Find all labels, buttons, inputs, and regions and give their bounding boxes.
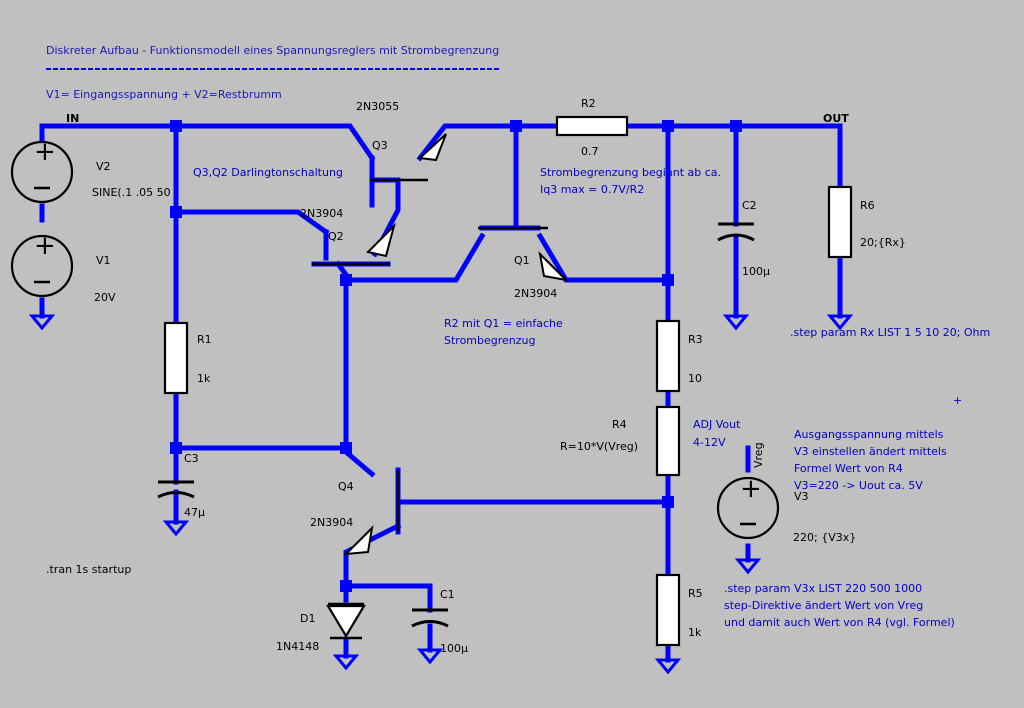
net-label-vreg: Vreg <box>752 442 765 468</box>
c2-value: 100µ <box>742 265 770 278</box>
note-adj-2: 4-12V <box>693 436 726 449</box>
v2-name: V2 <box>96 160 111 173</box>
note-ausgang-2: V3 einstellen ändert mittels <box>794 445 947 458</box>
c1-name: C1 <box>440 588 455 601</box>
note-step-2: und damit auch Wert von R4 (vgl. Formel) <box>724 616 955 629</box>
directive-step-v3x[interactable]: .step param V3x LIST 220 500 1000 <box>724 582 922 595</box>
q1-transistor[interactable] <box>478 226 569 282</box>
directive-step-rx[interactable]: .step param Rx LIST 1 5 10 20; Ohm <box>790 326 990 339</box>
note-ausgang-3: Formel Wert von R4 <box>794 462 903 475</box>
svg-text:+: + <box>34 231 56 261</box>
r5-resistor[interactable] <box>655 573 681 647</box>
q1-model: 2N3904 <box>514 287 557 300</box>
note-darlington: Q3,Q2 Darlingtonschaltung <box>193 166 343 179</box>
c1-capacitor[interactable] <box>411 608 449 628</box>
directive-tran[interactable]: .tran 1s startup <box>46 563 131 576</box>
wires <box>39 123 843 663</box>
q3-transistor[interactable] <box>370 133 447 182</box>
ground-icon <box>332 654 360 671</box>
c3-name: C3 <box>184 452 199 465</box>
q4-name: Q4 <box>338 480 354 493</box>
r6-resistor[interactable] <box>827 185 853 259</box>
v1-value: 20V <box>94 291 116 304</box>
r4-name: R4 <box>612 418 627 431</box>
junctions <box>170 120 742 592</box>
svg-text:+: + <box>740 474 762 504</box>
note-step-1: step-Direktive ändert Wert von Vreg <box>724 599 923 612</box>
net-label-in: IN <box>66 112 79 125</box>
v1-name: V1 <box>96 254 111 267</box>
schematic-subtitle: V1= Eingangsspannung + V2=Restbrumm <box>46 88 282 101</box>
note-ausgang-1: Ausgangsspannung mittels <box>794 428 944 441</box>
q3-name: Q3 <box>372 139 388 152</box>
r2-value: 0.7 <box>581 145 599 158</box>
q2-model: 2N3904 <box>300 207 343 220</box>
schematic-title: Diskreter Aufbau - Funktionsmodell eines… <box>46 44 499 57</box>
ground-icon <box>654 658 682 675</box>
ground-icon <box>28 314 56 331</box>
r4-resistor[interactable] <box>655 405 681 477</box>
c2-name: C2 <box>742 199 757 212</box>
r5-name: R5 <box>688 587 703 600</box>
r3-name: R3 <box>688 333 703 346</box>
svg-text:+: + <box>34 137 56 167</box>
ground-icon <box>722 314 750 331</box>
note-ausgang-4: V3=220 -> Uout ca. 5V <box>794 479 923 492</box>
r6-name: R6 <box>860 199 875 212</box>
r2-name: R2 <box>581 97 596 110</box>
c3-value: 47µ <box>184 506 205 519</box>
note-adj-1: ADJ Vout <box>693 418 741 431</box>
r1-name: R1 <box>197 333 212 346</box>
q2-name: Q2 <box>328 230 344 243</box>
r4-value: R=10*V(Vreg) <box>560 440 638 453</box>
ground-icon <box>826 314 854 331</box>
cursor-marker: + <box>953 394 962 407</box>
note-r2q1-1: R2 mit Q1 = einfache <box>444 317 563 330</box>
r3-resistor[interactable] <box>655 319 681 393</box>
d1-model: 1N4148 <box>276 640 319 653</box>
d1-name: D1 <box>300 612 315 625</box>
d1-diode[interactable] <box>326 602 366 640</box>
r5-value: 1k <box>688 626 702 639</box>
v3-name: V3 <box>794 490 809 503</box>
note-strombegrenzung-2: Iq3 max = 0.7V/R2 <box>540 183 644 196</box>
r1-resistor[interactable] <box>163 321 189 395</box>
c2-capacitor[interactable] <box>717 222 755 242</box>
c1-value: 100µ <box>440 642 468 655</box>
note-r2q1-2: Strombegrenzug <box>444 334 536 347</box>
net-label-out: OUT <box>823 112 849 125</box>
r1-value: 1k <box>197 372 211 385</box>
v2-source[interactable]: + <box>10 137 74 204</box>
q1-name: Q1 <box>514 254 530 267</box>
ground-icon <box>734 558 762 575</box>
q2-transistor[interactable] <box>312 222 396 266</box>
r2-resistor[interactable] <box>555 115 629 137</box>
note-strombegrenzung-1: Strombegrenzung beginnt ab ca. <box>540 166 721 179</box>
q4-model: 2N3904 <box>310 516 353 529</box>
v1-source[interactable]: + <box>10 231 74 298</box>
ground-icon <box>416 648 444 665</box>
ground-icon <box>162 520 190 537</box>
r6-value: 20;{Rx} <box>860 236 906 249</box>
q4-transistor[interactable] <box>343 470 400 556</box>
c3-capacitor[interactable] <box>157 480 195 499</box>
v3-value: 220; {V3x} <box>793 531 856 544</box>
r3-value: 10 <box>688 372 702 385</box>
q3-model: 2N3055 <box>356 100 399 113</box>
v2-value: SINE(.1 .05 50 <box>92 186 171 199</box>
v3-source[interactable]: + <box>716 474 780 540</box>
